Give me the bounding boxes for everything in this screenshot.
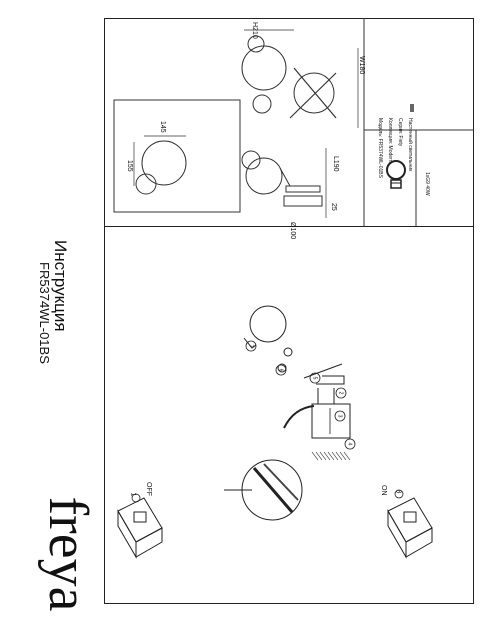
dimension-drawings [113,18,474,226]
side-view-globe-small [241,150,261,170]
step-6: 6 [277,368,284,372]
lamp-arm-bracket [316,375,345,385]
wall-hatch [311,451,351,461]
brand-logo: freya [37,470,99,611]
step-3-marker [334,410,346,422]
glass-globe [249,305,287,343]
step-4-marker [344,438,356,450]
step-4: 4 [346,442,353,446]
bulb-icon [386,160,406,189]
dim-w145: 145 [159,121,166,133]
step-7-marker [245,340,257,352]
mounting-plate [311,403,351,439]
dim-w180: W180 [358,56,365,75]
switch-on-box [387,497,433,559]
top-view-globe-a [241,45,287,91]
step-5-marker [309,372,321,384]
step-5: 5 [311,376,318,380]
top-view-globe-c [293,72,335,114]
instruction-sheet [104,18,474,604]
section-divider [104,226,474,227]
top-view-globe-b [247,35,265,53]
front-view-box [113,99,241,213]
spec-bulb: 1xG9 40W [424,172,430,196]
step-on-label: ON [380,485,387,496]
step-2-marker [335,387,347,399]
dim-25: 25 [330,203,337,211]
spec-type: Настенный светильник [407,118,413,172]
step-off-marker [131,493,141,503]
assembly-diagram [117,305,433,559]
spec-series: Серия: Fiety [397,118,403,147]
side-view-plate [285,185,321,193]
step-6-marker [275,364,287,376]
doc-title: Инструкция [51,240,70,332]
dim-l190: L190 [332,156,339,172]
step-7: 7 [247,344,254,348]
step-3: 3 [336,414,343,418]
spec-model: Модель: FR5374WL-01BS [377,118,383,178]
step-2: 2 [337,391,344,395]
wall-lamp-icon [410,104,414,112]
step-on-marker [394,489,404,499]
lamp-arm [283,405,315,429]
switch-off-box [117,497,163,559]
step-on-num: 8 [394,489,402,494]
step-off-label: OFF [145,482,152,496]
top-view-globe-d [252,94,272,114]
front-view-globe-large [141,140,187,186]
side-view-globe-large [245,157,283,195]
step-off-num: 1 [129,492,137,497]
brand-text: freya [37,496,99,612]
dim-h210: H210 [251,22,258,39]
spec-collection: Коллекция: Modern [387,118,393,163]
dim-h155: 155 [126,160,133,172]
front-view-globe-small [135,173,157,195]
bulb-g9 [283,347,293,357]
doc-model: FR5374WL-01BS [37,262,52,364]
